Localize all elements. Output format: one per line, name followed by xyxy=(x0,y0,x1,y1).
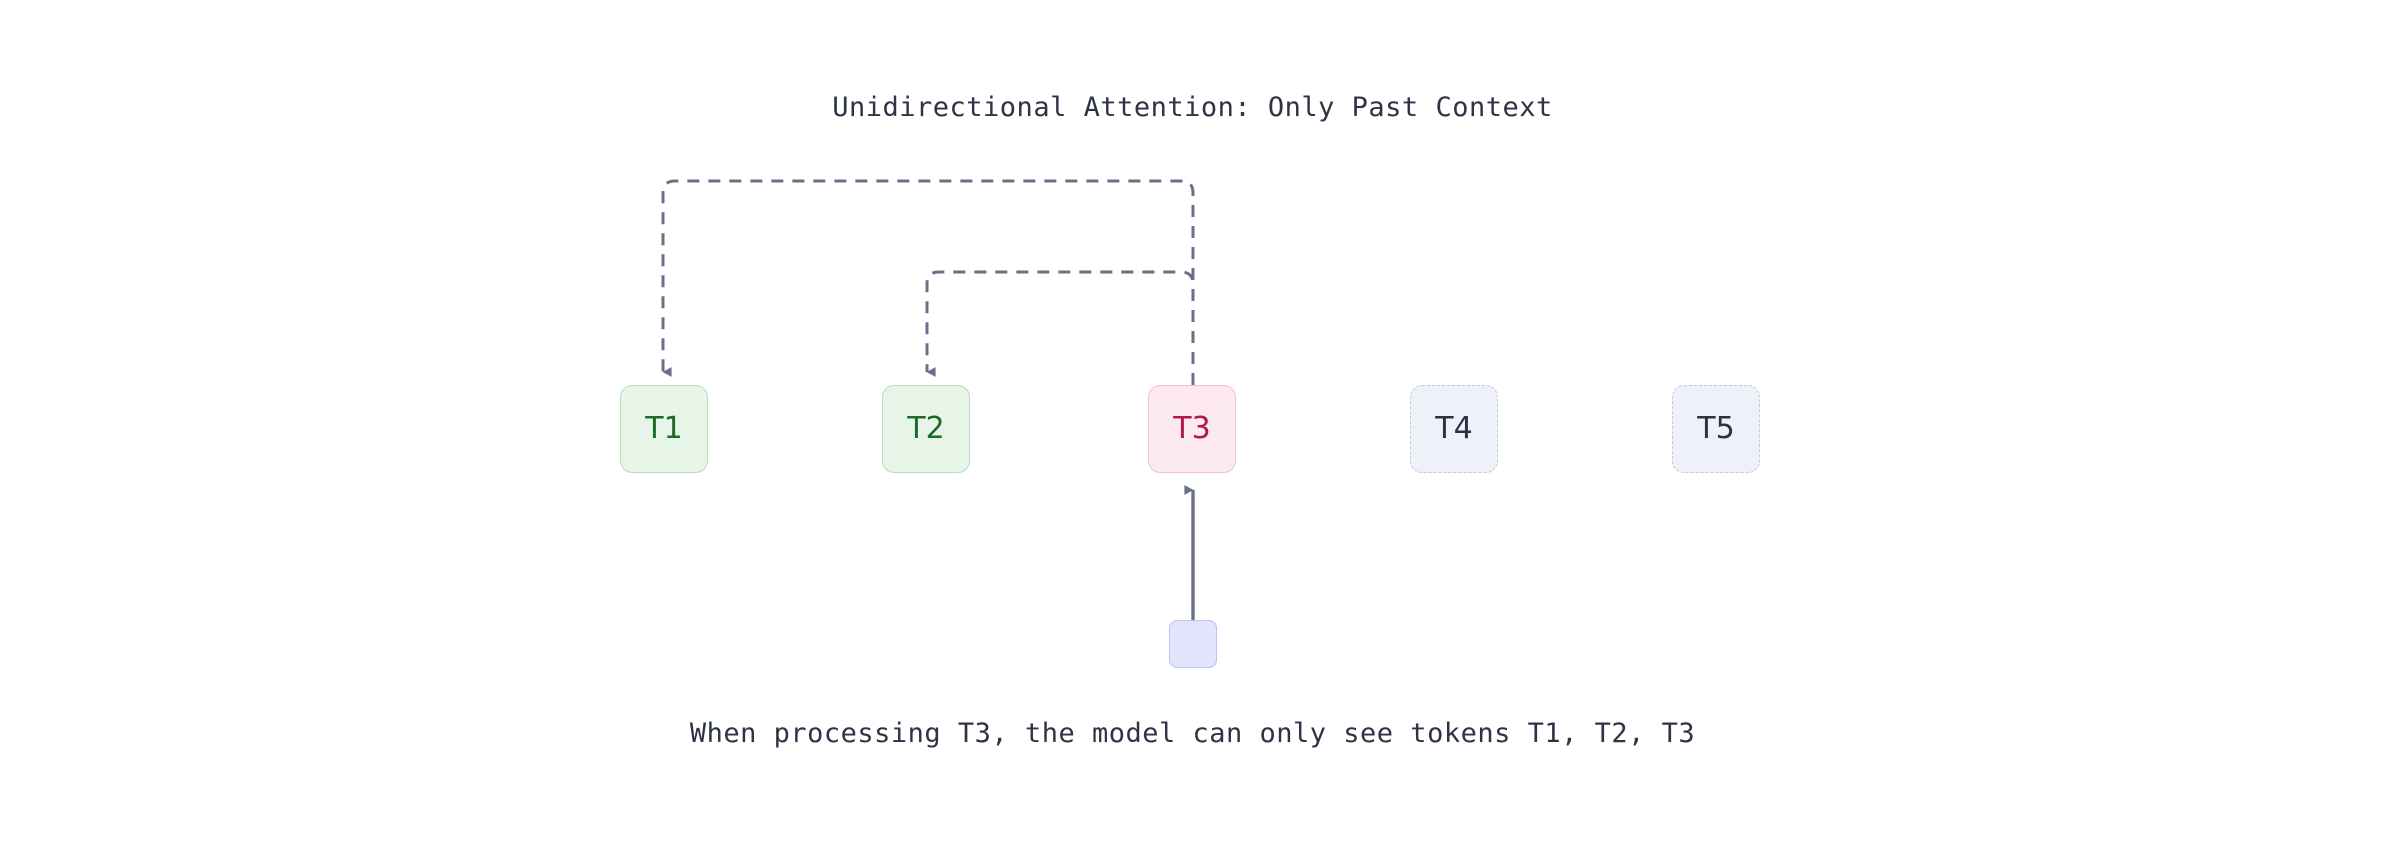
token-box-t3[interactable]: T3 xyxy=(1148,385,1236,473)
token-label: T3 xyxy=(1173,411,1211,446)
token-box-t5[interactable]: T5 xyxy=(1672,385,1760,473)
token-label: T4 xyxy=(1435,411,1473,446)
token-label: T2 xyxy=(907,411,945,446)
attention-link-t3-to-t2 xyxy=(925,270,1195,385)
page-title: Unidirectional Attention: Only Past Cont… xyxy=(832,92,1553,123)
token-label: T1 xyxy=(645,411,683,446)
token-box-t2[interactable]: T2 xyxy=(882,385,970,473)
diagram-caption: When processing T3, the model can only s… xyxy=(689,718,1696,749)
token-box-t1[interactable]: T1 xyxy=(620,385,708,473)
query-token-box[interactable] xyxy=(1169,620,1217,668)
attention-link-t3-to-t1 xyxy=(661,179,1195,385)
token-label: T5 xyxy=(1697,411,1735,446)
token-box-t4[interactable]: T4 xyxy=(1410,385,1498,473)
